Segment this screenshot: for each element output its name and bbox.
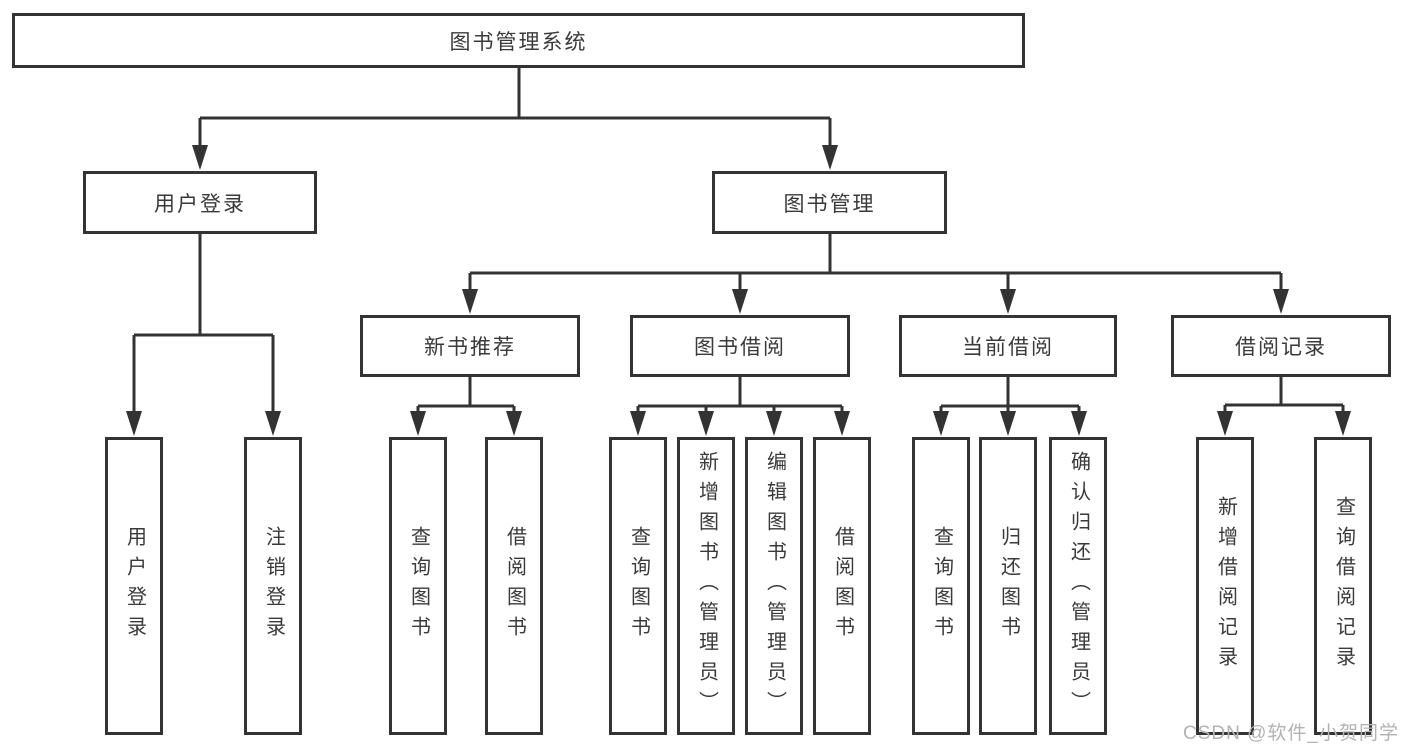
leaf-label: 新增借阅记录 (1214, 496, 1237, 676)
leaf-label: 查询图书 (407, 526, 430, 646)
node-current-borrowing: 当前借阅 (899, 315, 1117, 377)
csdn-watermark: CSDN @软件_小贺同学 (1183, 723, 1399, 744)
leaf-current-confirm-return-admin: 确认归还（管理员） (1049, 437, 1107, 735)
node-label: 借阅记录 (1235, 336, 1327, 359)
node-book-borrowing: 图书借阅 (630, 315, 850, 377)
leaf-label: 确认归还（管理员） (1067, 451, 1090, 721)
node-label: 当前借阅 (962, 336, 1054, 359)
leaf-current-return-books: 归还图书 (979, 437, 1037, 735)
leaf-borrow-edit-books-admin: 编辑图书（管理员） (745, 437, 803, 735)
leaf-label: 注销登录 (262, 526, 285, 646)
node-root-system: 图书管理系统 (12, 13, 1025, 68)
leaf-label: 查询图书 (627, 526, 650, 646)
leaf-user-login: 用户登录 (105, 437, 163, 735)
leaf-newbooks-borrow-books: 借阅图书 (485, 437, 543, 735)
node-borrowing-records: 借阅记录 (1171, 315, 1391, 377)
node-label: 图书管理 (783, 192, 876, 216)
node-user-login: 用户登录 (83, 171, 317, 234)
node-label: 图书借阅 (694, 336, 786, 359)
leaf-records-add-record: 新增借阅记录 (1196, 437, 1254, 735)
leaf-records-query-record: 查询借阅记录 (1314, 437, 1372, 735)
leaf-current-query-books: 查询图书 (912, 437, 970, 735)
leaf-newbooks-query-books: 查询图书 (389, 437, 447, 735)
node-new-book-recommend: 新书推荐 (360, 315, 580, 377)
leaf-label: 用户登录 (123, 526, 146, 646)
leaf-logout-login: 注销登录 (244, 437, 302, 735)
leaf-label: 查询借阅记录 (1332, 496, 1355, 676)
node-book-management: 图书管理 (712, 171, 947, 234)
leaf-label: 借阅图书 (831, 526, 854, 646)
node-label: 图书管理系统 (449, 30, 588, 54)
leaf-label: 编辑图书（管理员） (763, 451, 786, 721)
leaf-label: 新增图书（管理员） (695, 451, 718, 721)
leaf-label: 借阅图书 (503, 526, 526, 646)
node-label: 用户登录 (154, 192, 246, 216)
leaf-label: 归还图书 (997, 526, 1020, 646)
leaf-borrow-query-books: 查询图书 (609, 437, 667, 735)
leaf-borrow-borrow-books: 借阅图书 (813, 437, 871, 735)
node-label: 新书推荐 (424, 336, 516, 359)
leaf-borrow-add-books-admin: 新增图书（管理员） (677, 437, 735, 735)
leaf-label: 查询图书 (930, 526, 953, 646)
